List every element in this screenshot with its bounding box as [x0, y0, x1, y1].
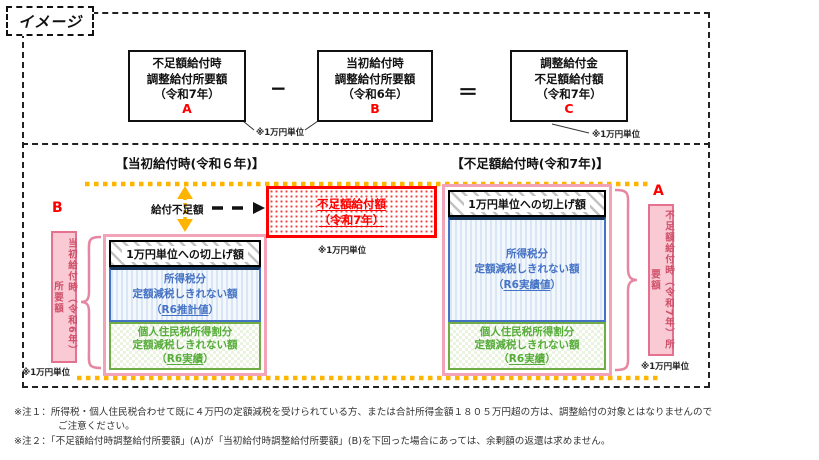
left-side-pink-label: 当初給付時（令和6年）所要額	[51, 231, 77, 363]
unit-connector-c	[551, 123, 590, 134]
right-income-tax-box: 所得税分 定額減税しきれない額 （R6実績値）	[448, 217, 606, 322]
paren-open: （	[498, 352, 509, 365]
image-tag-box: イメージ	[6, 6, 94, 36]
minus-operator: −	[270, 76, 287, 100]
formula-box-a: 不足額給付時 調整給付所要額 （令和7年） A	[128, 50, 246, 122]
footnotes: ※注１：所得税・個人住民税合わせて既に４万円の定額減税を受けられている方、または…	[14, 406, 814, 449]
formula-box-c: 調整給付金 不足額給付額 （令和7年） C	[510, 50, 628, 122]
formula-box-a-line3: （令和7年）	[154, 86, 220, 101]
right-blue-line1: 所得税分	[506, 248, 548, 261]
paren-close: ）	[208, 303, 219, 316]
right-green-line2: 定額減税しきれない額	[474, 339, 580, 352]
unit-note-c: ※1万円単位	[592, 130, 641, 140]
formula-box-b-letter: B	[370, 100, 380, 116]
left-resident-tax-box: 個人住民税所得割分 定額減税しきれない額 （R6実績）	[109, 322, 261, 370]
left-blue-ref: R6推計値	[161, 303, 209, 316]
red-box-line2: （令和7年）	[318, 213, 385, 227]
formula-box-b-line3: （令和6年）	[342, 86, 408, 101]
outer-dashed-frame	[22, 12, 710, 388]
unit-note-ab: ※1万円単位	[256, 128, 305, 138]
footnote-2: ※注２：「不足額給付時調整給付所要額」(A)が「当初給付時調整給付所要額」(B)…	[14, 435, 611, 447]
left-blue-ref-line: （R6推計値）	[111, 303, 259, 318]
left-blue-line2: 定額減税しきれない額	[132, 288, 238, 301]
formula-box-a-line2: 調整給付所要額	[146, 71, 228, 86]
unit-connector-b	[304, 120, 319, 131]
left-letter-b: B	[52, 200, 63, 216]
footnote-1-line2: ご注意ください。	[58, 421, 135, 433]
shortfall-payment-red-box: 不足額給付額 （令和7年）	[266, 186, 437, 238]
left-green-ref: R6実績	[166, 352, 204, 365]
formula-box-a-line1: 不足額給付時	[152, 56, 222, 71]
left-brace	[80, 235, 102, 370]
paren-open: （	[156, 352, 167, 365]
right-rounding-bar-label: 1万円単位への切上げ額	[464, 195, 590, 212]
right-section-header: 【不足額給付時(令和7年)】	[451, 156, 609, 171]
left-rounding-bar-label: 1万円単位への切上げ額	[122, 245, 248, 262]
red-box-unit-note: ※1万円単位	[318, 246, 367, 256]
formula-box-c-letter: C	[564, 100, 574, 116]
formula-box-c-line2: 不足額給付額	[534, 71, 604, 86]
right-unit-note: ※1万円単位	[641, 362, 690, 372]
right-resident-tax-box: 個人住民税所得割分 定額減税しきれない額 （R6実績）	[448, 322, 606, 370]
formula-box-b-line1: 当初給付時	[346, 56, 404, 71]
left-income-tax-box: 所得税分 定額減税しきれない額 （R6推計値）	[109, 267, 261, 322]
formula-box-b-line2: 調整給付所要額	[334, 71, 416, 86]
left-green-line2: 定額減税しきれない額	[132, 339, 238, 352]
paren-open: （	[493, 278, 504, 291]
left-section-header: 【当初給付時(令和６年)】	[115, 156, 265, 171]
footnote-1-line1: ※注１：所得税・個人住民税合わせて既に４万円の定額減税を受けられている方、または…	[14, 407, 713, 418]
paren-close: ）	[545, 352, 556, 365]
shortfall-arrow-up-head	[177, 186, 193, 199]
left-green-line1: 個人住民税所得割分	[137, 325, 233, 338]
shortfall-label: 給付不足額	[151, 204, 204, 216]
right-green-line1: 個人住民税所得割分	[479, 325, 575, 338]
right-letter-a: A	[653, 183, 664, 199]
left-rounding-bar: 1万円単位への切上げ額	[109, 240, 261, 267]
formula-box-b: 当初給付時 調整給付所要額 （令和6年） B	[317, 50, 433, 122]
left-blue-line1: 所得税分	[164, 273, 206, 286]
right-green-ref: R6実績	[508, 352, 546, 365]
dashed-arrow-head	[253, 202, 265, 214]
formula-box-a-letter: A	[182, 100, 192, 116]
paren-close: ）	[550, 278, 561, 291]
red-box-line1: 不足額給付額	[317, 196, 386, 211]
unit-connector-a	[242, 120, 255, 131]
image-tag-label: イメージ	[18, 12, 82, 31]
right-green-ref-line: （R6実績）	[450, 353, 604, 367]
paren-open: （	[151, 303, 162, 316]
left-stack: 1万円単位への切上げ額 所得税分 定額減税しきれない額 （R6推計値） 個人住民…	[103, 234, 267, 376]
left-green-ref-line: （R6実績）	[111, 353, 259, 367]
right-blue-ref: R6実績値	[503, 278, 551, 291]
right-brace	[614, 188, 638, 372]
formula-box-c-line3: （令和7年）	[536, 86, 602, 101]
right-rounding-bar: 1万円単位への切上げ額	[448, 190, 606, 217]
right-blue-ref-line: （R6実績値）	[450, 278, 604, 293]
formula-box-c-line1: 調整給付金	[540, 56, 598, 71]
right-side-pink-label: 不足額給付時（令和7年）所要額	[648, 204, 674, 356]
paren-close: ）	[203, 352, 214, 365]
right-blue-line2: 定額減税しきれない額	[474, 263, 580, 276]
equals-operator: ＝	[458, 80, 478, 104]
section-divider-dashed	[22, 143, 710, 145]
shortfall-arrow-down-head	[177, 219, 193, 232]
left-unit-note: ※1万円単位	[22, 368, 71, 378]
right-stack: 1万円単位への切上げ額 所得税分 定額減税しきれない額 （R6実績値） 個人住民…	[442, 184, 612, 376]
